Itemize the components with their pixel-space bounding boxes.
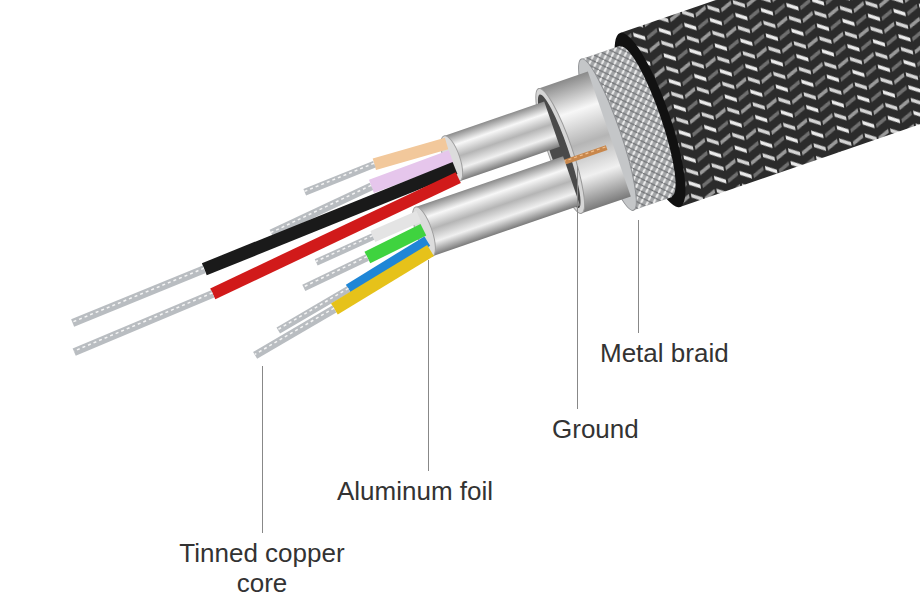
leader-line — [428, 260, 429, 471]
cable-body — [34, 0, 920, 411]
leader-line — [577, 166, 578, 409]
strand-twist — [71, 293, 216, 351]
wire-strands — [249, 309, 340, 355]
part-label: Aluminum foil — [337, 476, 493, 506]
inner-foil — [416, 156, 580, 256]
part-label: Tinned copper core — [177, 538, 347, 598]
wire-strands — [70, 269, 207, 323]
wire-strands — [71, 294, 216, 352]
strand-twist — [249, 308, 340, 354]
leader-line — [638, 220, 639, 333]
leader-line — [262, 366, 263, 533]
yellow-wire — [327, 251, 439, 310]
part-label: Ground — [552, 414, 639, 444]
part-label: Metal braid — [600, 338, 729, 368]
strand-twist — [70, 268, 207, 322]
